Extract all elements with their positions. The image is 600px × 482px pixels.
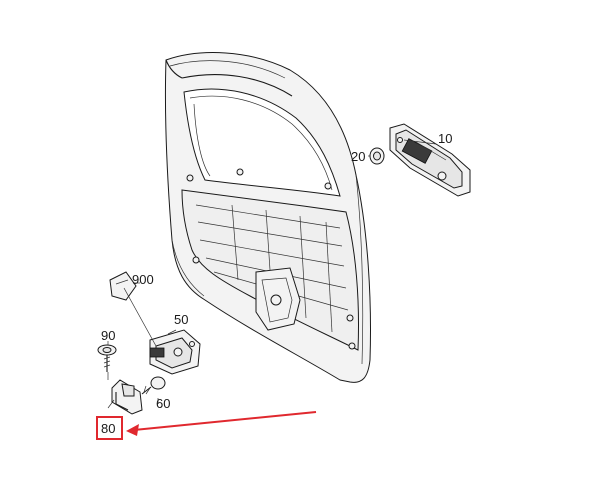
handle-part: [389, 123, 471, 197]
screw-part: [141, 376, 166, 395]
callout-50: 50: [174, 312, 188, 327]
highlighted-callout: 80: [96, 411, 317, 440]
latch-part: [123, 287, 201, 375]
bolt-part: [97, 344, 117, 372]
highlight-arrow-head: [126, 424, 139, 436]
tailgate-door: [164, 52, 371, 383]
callout-60: 60: [156, 396, 170, 411]
highlight-box: [96, 416, 123, 440]
callout-900: 900: [132, 272, 154, 287]
highlight-arrow-shaft: [133, 411, 317, 431]
cover-part: [109, 271, 137, 301]
callout-10: 10: [438, 131, 452, 146]
callout-20: 20: [351, 149, 365, 164]
leader-lines: [107, 139, 437, 409]
striker-part: [111, 379, 143, 415]
grommet-part: [369, 147, 385, 165]
callout-90: 90: [101, 328, 115, 343]
callout-80: 80: [101, 421, 115, 436]
